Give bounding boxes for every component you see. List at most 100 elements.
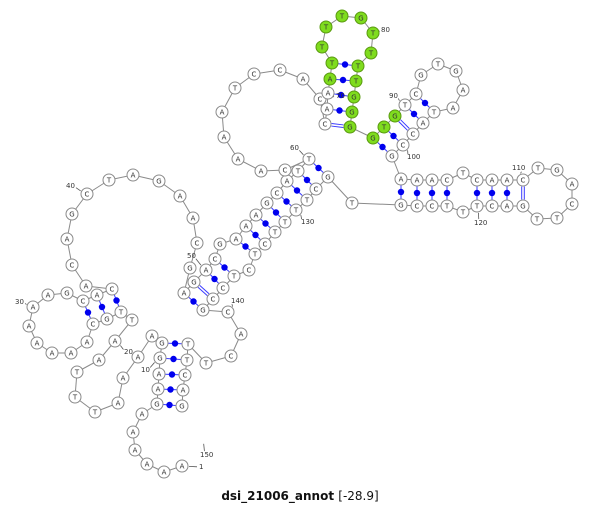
nucleotide-circle	[248, 247, 262, 261]
nucleotide-93: T	[431, 57, 445, 71]
nucleotide-148: G	[175, 399, 189, 413]
nucleotide-19: A	[92, 353, 106, 367]
base-pair	[197, 284, 210, 297]
base-pair	[397, 185, 405, 199]
nucleotide-126: T	[345, 196, 359, 210]
nucleotide-94: G	[449, 64, 463, 78]
nucleotide-34: A	[90, 288, 104, 302]
gc-bond-line	[398, 121, 408, 131]
nucleotide-letter: C	[85, 191, 90, 199]
nucleotide-letter: A	[430, 177, 435, 185]
bond-dot	[303, 176, 311, 184]
nucleotide-29: A	[22, 319, 36, 333]
nucleotide-circle	[320, 102, 334, 116]
nucleotide-letter: T	[353, 78, 359, 86]
base-pair	[240, 242, 251, 251]
nucleotide-80: T	[366, 26, 380, 40]
nucleotide-circle	[354, 11, 368, 25]
nucleotide-circle	[186, 211, 200, 225]
nucleotide-3: A	[140, 457, 154, 471]
nucleotide-circle	[315, 40, 329, 54]
nucleotide-121: T	[456, 205, 470, 219]
nucleotide-circle	[351, 59, 365, 73]
base-pair	[98, 300, 106, 314]
nucleotide-letter: A	[285, 178, 290, 186]
nucleotide-circle	[196, 303, 210, 317]
bond-dot	[262, 220, 269, 227]
nucleotide-circle	[90, 288, 104, 302]
nucleotide-122: T	[440, 199, 454, 213]
nucleotide-circle	[126, 168, 140, 182]
base-pair	[291, 185, 303, 196]
nucleotide-circle	[456, 205, 470, 219]
nucleotide-letter: C	[226, 309, 231, 317]
nucleotide-60: T	[302, 152, 316, 166]
base-pair	[443, 186, 451, 200]
nucleotide-circle	[394, 172, 408, 186]
bond-dot	[283, 198, 290, 205]
nucleotide-circle	[86, 317, 100, 331]
nucleotide-circle	[456, 83, 470, 97]
position-label: 70	[336, 92, 345, 100]
structure-name: dsi_21006_annot	[221, 489, 335, 503]
nucleotide-circle	[199, 263, 213, 277]
base-pair	[420, 98, 430, 108]
nucleotide-89: G	[388, 109, 402, 123]
nucleotide-circle	[181, 337, 195, 351]
nucleotide-letter: A	[69, 350, 74, 358]
nucleotide-11: G	[155, 336, 169, 350]
nucleotide-127: G	[321, 170, 335, 184]
nucleotide-circle	[231, 152, 245, 166]
nucleotide-letter: G	[191, 279, 196, 287]
bond-dot	[113, 297, 120, 304]
nucleotide-circle	[26, 300, 40, 314]
nucleotide-circle	[100, 312, 114, 326]
nucleotide-132: T	[268, 225, 282, 239]
nucleotide-circle	[224, 349, 238, 363]
nucleotide-circle	[414, 68, 428, 82]
nucleotide-circle	[318, 117, 332, 131]
nucleotide-letter: T	[323, 24, 329, 32]
nucleotide-circle	[278, 215, 292, 229]
gc-bond-line	[199, 284, 210, 295]
nucleotide-letter: C	[414, 91, 419, 99]
nucleotide-letter: G	[156, 178, 161, 186]
nucleotide-12: A	[145, 329, 159, 343]
base-pair	[336, 76, 350, 84]
nucleotide-letter: C	[314, 186, 319, 194]
nucleotide-119: C	[485, 199, 499, 213]
nucleotide-letter: C	[247, 267, 252, 275]
nucleotide-88: T	[377, 120, 391, 134]
nucleotide-102: A	[394, 172, 408, 186]
nucleotide-circle	[60, 286, 74, 300]
nucleotide-letter: T	[92, 409, 98, 417]
nucleotide-letter: C	[415, 203, 420, 211]
nucleotide-53: A	[229, 232, 243, 246]
nucleotide-112: G	[550, 163, 564, 177]
nucleotide-letter: A	[121, 375, 126, 383]
label-tick	[24, 303, 27, 305]
bond-dot	[170, 355, 177, 363]
nucleotide-letter: G	[358, 15, 363, 23]
nucleotide-letter: G	[264, 200, 269, 208]
nucleotide-letter: C	[283, 167, 288, 175]
nucleotide-circle	[366, 26, 380, 40]
nucleotide-137: C	[216, 281, 230, 295]
bond-dot	[397, 188, 405, 196]
nucleotide-circle	[431, 57, 445, 71]
nucleotide-78: T	[335, 9, 349, 23]
position-label: 10	[141, 366, 150, 374]
nucleotide-circle	[409, 87, 423, 101]
nucleotide-32: G	[60, 286, 74, 300]
nucleotide-133: C	[258, 237, 272, 251]
nucleotide-59: T	[291, 164, 305, 178]
nucleotide-circle	[247, 67, 261, 81]
nucleotide-letter: G	[179, 403, 184, 411]
nucleotide-circle	[427, 105, 441, 119]
position-label: 50	[187, 252, 196, 260]
nucleotide-8: A	[151, 382, 165, 396]
nucleotide-81: T	[364, 46, 378, 60]
nucleotide-letter: T	[185, 341, 191, 349]
nucleotide-letter: T	[184, 357, 190, 365]
nucleotide-circle	[187, 275, 201, 289]
